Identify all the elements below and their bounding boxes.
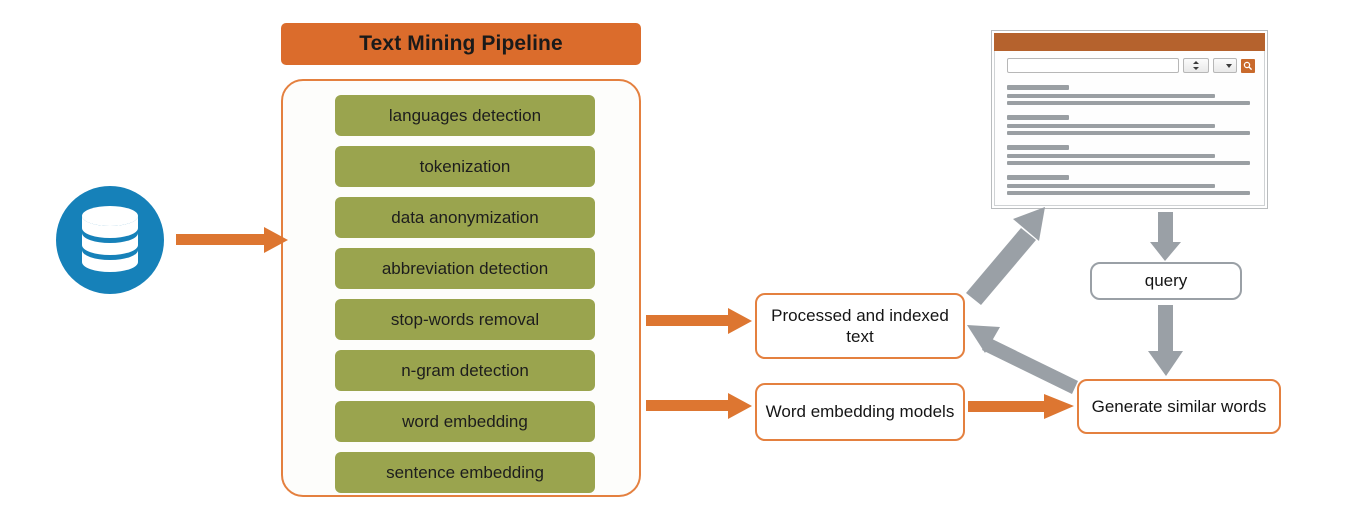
stage-abbreviation-detection[interactable]: abbreviation detection [335, 248, 595, 289]
arrow-pipeline-to-processed [646, 308, 752, 334]
result-snippet-bar [1007, 94, 1216, 98]
node-generate-similar-words[interactable]: Generate similar words [1077, 379, 1281, 434]
arrow-processed-to-search-mockup [966, 207, 1045, 305]
stage-n-gram-detection[interactable]: n-gram detection [335, 350, 595, 391]
number-stepper[interactable] [1183, 58, 1209, 73]
stage-word-embedding[interactable]: word embedding [335, 401, 595, 442]
result-snippet-bar [1007, 191, 1251, 195]
result-title-bar [1007, 85, 1069, 90]
search-button[interactable] [1241, 58, 1255, 73]
result-snippet-bar [1007, 184, 1216, 188]
result-snippet-bar [1007, 154, 1216, 158]
node-word-embedding-models[interactable]: Word embedding models [755, 383, 965, 441]
stage-sentence-embedding[interactable]: sentence embedding [335, 452, 595, 493]
stage-tokenization[interactable]: tokenization [335, 146, 595, 187]
mockup-body [994, 51, 1265, 206]
pipeline-stage-list: languages detection tokenization data an… [335, 95, 595, 493]
result-title-bar [1007, 145, 1069, 150]
result-snippet-bar [1007, 131, 1251, 135]
pipeline-title-banner: Text Mining Pipeline [281, 23, 641, 65]
result-title-bar [1007, 175, 1069, 180]
arrow-word-embedding-to-generate [968, 394, 1074, 419]
arrow-database-to-pipeline [176, 227, 288, 253]
arrow-pipeline-to-word-embedding [646, 393, 752, 419]
search-result-item[interactable] [1007, 115, 1255, 135]
database-cylinder-glyph [82, 206, 138, 272]
mockup-search-row [1007, 58, 1255, 73]
node-processed-and-indexed-text[interactable]: Processed and indexed text [755, 293, 965, 359]
filter-dropdown[interactable] [1213, 58, 1237, 73]
stage-stop-words-removal[interactable]: stop-words removal [335, 299, 595, 340]
result-snippet-bar [1007, 101, 1251, 105]
result-title-bar [1007, 115, 1069, 120]
arrow-generate-to-processed [967, 325, 1078, 394]
stage-data-anonymization[interactable]: data anonymization [335, 197, 595, 238]
arrow-query-to-generate [1148, 305, 1183, 376]
search-interface-mockup[interactable] [991, 30, 1268, 209]
magnifier-icon [1243, 61, 1253, 70]
mockup-header-bar [994, 33, 1265, 51]
search-result-item[interactable] [1007, 145, 1255, 165]
stage-languages-detection[interactable]: languages detection [335, 95, 595, 136]
result-snippet-bar [1007, 161, 1251, 165]
result-snippet-bar [1007, 124, 1216, 128]
node-query[interactable]: query [1090, 262, 1242, 300]
pipeline-container: languages detection tokenization data an… [281, 79, 641, 497]
arrow-search-mockup-to-query [1150, 212, 1181, 261]
search-result-item[interactable] [1007, 85, 1255, 105]
search-input[interactable] [1007, 58, 1179, 73]
database-icon [56, 186, 164, 294]
search-result-item[interactable] [1007, 175, 1255, 195]
